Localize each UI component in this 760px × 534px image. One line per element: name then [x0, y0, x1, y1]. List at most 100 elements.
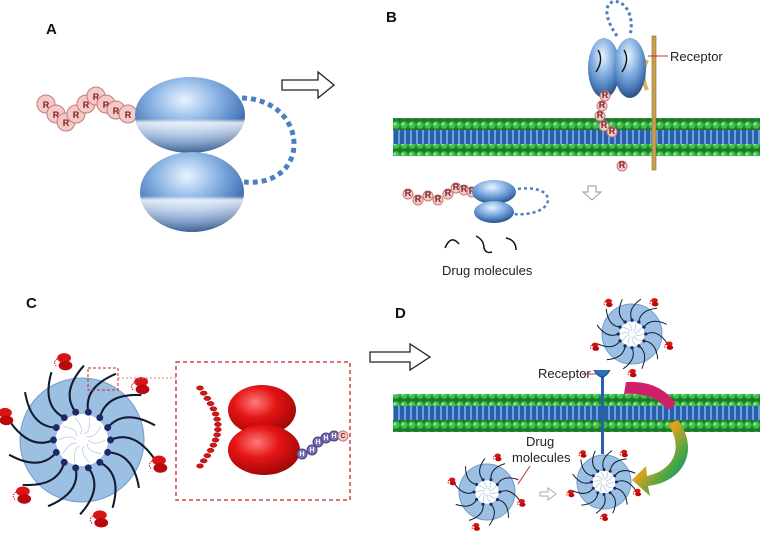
residue-bead: R: [412, 194, 424, 206]
nanobody-red-top: [228, 385, 296, 435]
svg-text:R: R: [405, 188, 412, 198]
red-nanobody-ligand: [632, 488, 642, 497]
residue-bead: [196, 463, 204, 469]
residue-bead: H: [296, 448, 308, 460]
residue-bead: R: [442, 188, 454, 200]
red-nanobody-ligand: [130, 376, 150, 395]
red-nanobody-ligand: [627, 368, 637, 378]
svg-text:R: R: [435, 194, 442, 204]
receptor-cup: [593, 369, 611, 378]
red-nanobody-ligand: [89, 510, 109, 528]
svg-text:R: R: [425, 190, 432, 200]
nanobody-upright-left: [588, 38, 620, 98]
cell-membrane-b: [393, 118, 760, 156]
svg-text:R: R: [453, 182, 460, 192]
micelle-internalized: [566, 449, 642, 521]
svg-text:R: R: [619, 160, 626, 170]
svg-text:R: R: [43, 100, 50, 110]
residue-bead: R: [402, 188, 414, 200]
receptor-rod-d: [601, 376, 604, 454]
residue-bead: [206, 447, 215, 453]
callout-zoom-box: [175, 361, 351, 501]
svg-text:H: H: [323, 435, 328, 442]
arrow-right-icon: [369, 342, 432, 372]
residue-bead: [203, 395, 212, 401]
svg-text:R: R: [609, 126, 616, 136]
residue-bead: H: [306, 444, 318, 456]
residue-bead: H: [320, 432, 332, 444]
svg-text:R: R: [73, 110, 80, 120]
svg-text:H: H: [331, 433, 336, 440]
red-nanobody-ligand: [603, 298, 613, 308]
panel-b-letter: B: [386, 9, 397, 26]
svg-text:R: R: [415, 194, 422, 204]
red-nanobody-ligand: [0, 407, 14, 426]
red-nanobody-ligand: [516, 499, 526, 507]
nanobody-red-bottom: [228, 425, 300, 475]
drug-molecule: [444, 239, 460, 249]
svg-text:R: R: [601, 120, 608, 130]
drug-molecule: [475, 235, 493, 254]
linker-dotted: [241, 95, 297, 185]
arrow-down-icon: [581, 185, 603, 201]
red-nanobody-ligand: [619, 449, 628, 458]
red-nanobody-ligand: [447, 477, 456, 486]
red-nanobody-ligand: [53, 353, 73, 371]
drug-molecule: [595, 49, 602, 73]
drug-pointer: [517, 465, 531, 485]
residue-bead: [211, 411, 220, 417]
linker-dotted-small: [511, 187, 550, 216]
arrow-right-icon: [281, 70, 336, 100]
residue-bead: [199, 390, 208, 396]
panel-a-letter: A: [46, 21, 57, 38]
residue-bead: [206, 401, 215, 407]
svg-text:R: R: [125, 110, 132, 120]
residue-bead: R: [118, 104, 138, 124]
svg-text:H: H: [299, 451, 304, 458]
svg-text:R: R: [103, 100, 110, 110]
red-nanobody-ligand: [148, 455, 168, 473]
svg-text:R: R: [63, 118, 70, 128]
red-nanobody-ligand: [649, 298, 659, 307]
receptor-rod: [651, 35, 657, 171]
linker-loop: [605, 0, 633, 37]
panel-d-letter: D: [395, 305, 406, 322]
svg-text:R: R: [83, 100, 90, 110]
svg-text:C: C: [340, 433, 345, 440]
svg-text:R: R: [53, 110, 60, 120]
nanobody-small-bottom: [474, 201, 514, 223]
red-nanobody-ligand: [664, 341, 674, 350]
residue-bead: [209, 406, 218, 412]
nanobody-top: [135, 77, 245, 153]
drug-molecules-label: Drug molecules: [442, 263, 533, 278]
arrow-left-icon: [539, 487, 557, 501]
red-nanobody-ligand: [492, 453, 502, 462]
residue-bead: [214, 421, 222, 427]
svg-text:R: R: [93, 92, 100, 102]
drug-molecule: [505, 237, 517, 251]
residue-bead: [199, 458, 208, 464]
svg-text:R: R: [597, 110, 604, 120]
red-nanobody-ligand: [578, 450, 587, 458]
residue-bead: [203, 453, 212, 459]
residue-bead: C: [337, 430, 349, 442]
micelle-approaching: [589, 298, 674, 378]
red-nanobody-ligand: [599, 513, 609, 521]
red-nanobody-ligand: [12, 486, 32, 504]
nanobody-bottom: [140, 152, 244, 232]
svg-text:R: R: [602, 90, 609, 100]
residue-bead: [209, 442, 218, 448]
svg-text:R: R: [445, 188, 452, 198]
svg-text:H: H: [315, 439, 320, 446]
svg-text:H: H: [309, 447, 314, 454]
drug-label-line1: Drug: [526, 434, 554, 449]
residue-bead: [213, 416, 221, 422]
